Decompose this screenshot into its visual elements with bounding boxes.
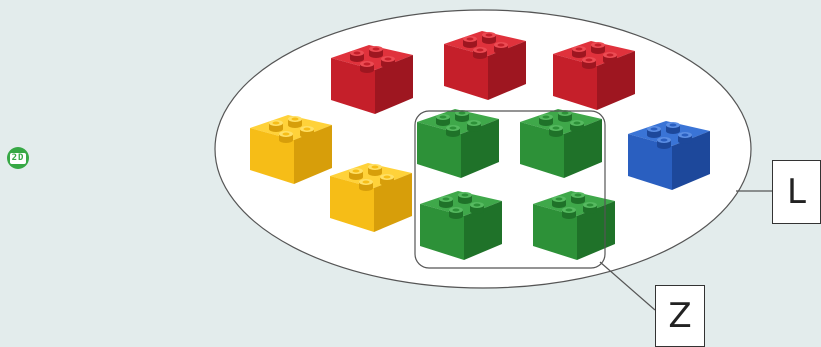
set-l-label: L <box>772 160 821 224</box>
set-z-label: Z <box>655 285 705 347</box>
set-z-pointer-line <box>600 262 655 310</box>
badge-text: 2D <box>10 153 27 164</box>
book-badge-icon: 2D <box>7 147 29 169</box>
